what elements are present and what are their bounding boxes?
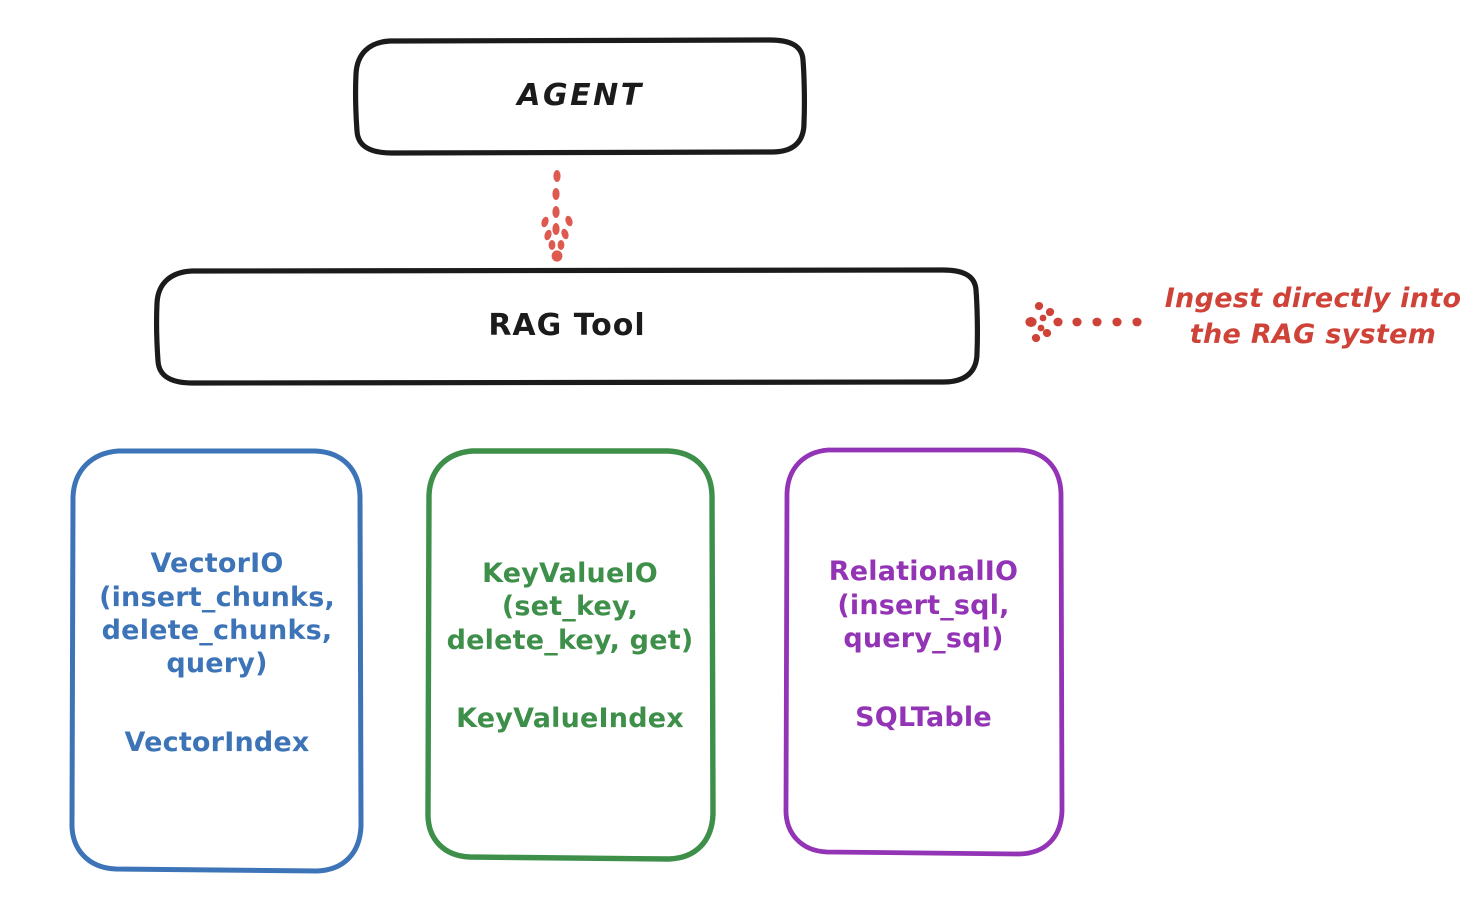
node-key-value-io-label: KeyValueIO (set_key, delete_key, get) [446,557,694,656]
node-vector-io-label: VectorIO (insert_chunks, delete_chunks, … [99,548,335,680]
node-relational-io-content: RelationalIO (insert_sql, query_sql) SQL… [829,555,1018,732]
ingest-annotation: Ingest directly into the RAG system [1148,281,1478,353]
node-relational-io-label: RelationalIO (insert_sql, query_sql) [828,556,1019,655]
node-key-value-io[interactable]: KeyValueIO (set_key, delete_key, get) Ke… [427,449,713,858]
node-rag-tool[interactable]: RAG Tool [156,270,978,383]
node-rag-tool-label: RAG Tool [488,308,646,344]
node-key-value-io-content: KeyValueIO (set_key, delete_key, get) Ke… [447,557,694,734]
node-relational-io-sublabel: SQLTable [855,701,992,733]
node-relational-io[interactable]: RelationalIO (insert_sql, query_sql) SQL… [786,449,1061,855]
node-agent-label: AGENT [517,78,644,114]
node-vector-io[interactable]: VectorIO (insert_chunks, delete_chunks, … [72,449,362,872]
node-key-value-io-sublabel: KeyValueIndex [456,703,684,735]
ingest-annotation-connector [1025,301,1142,343]
agent-to-rag-tool-connector [541,170,573,262]
ingest-annotation-text: Ingest directly into the RAG system [1164,283,1462,351]
node-vector-io-content: VectorIO (insert_chunks, delete_chunks, … [99,547,335,758]
node-agent[interactable]: AGENT [356,40,805,153]
node-vector-io-sublabel: VectorIndex [124,726,310,758]
